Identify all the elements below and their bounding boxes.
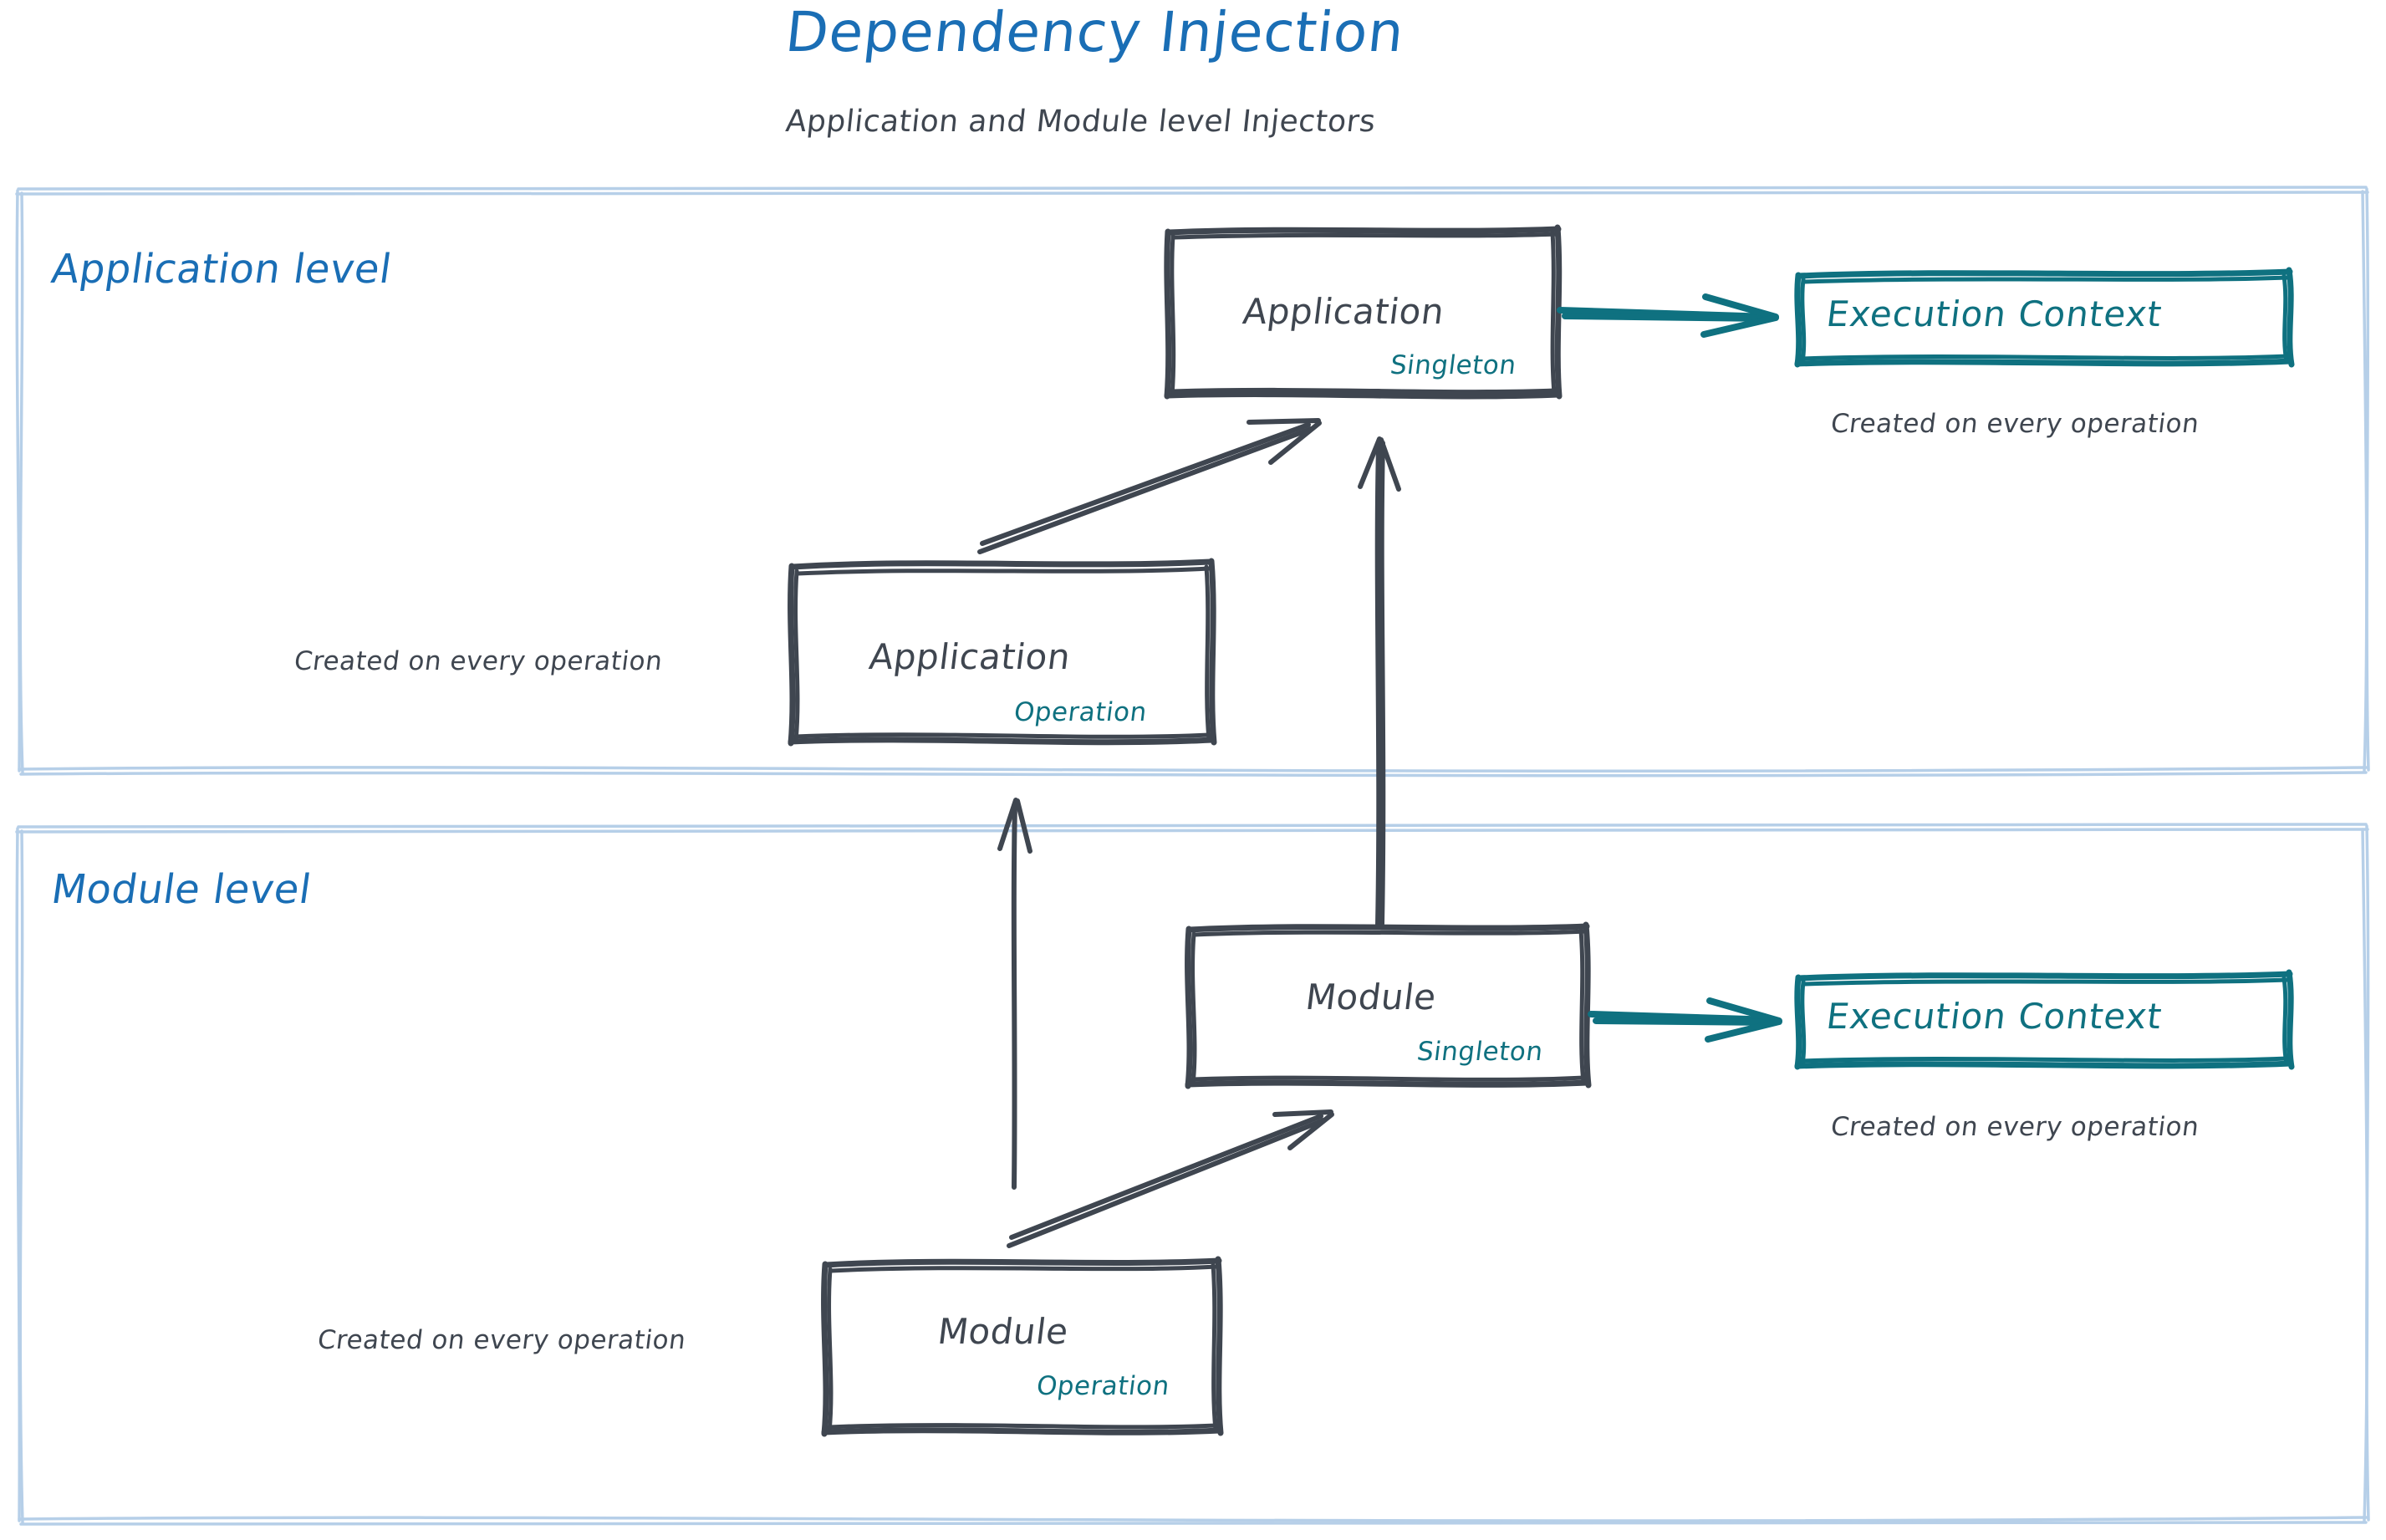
node-application-singleton-scope: Singleton xyxy=(1388,350,1518,380)
node-execution-context-module-title: Execution Context xyxy=(1824,996,2165,1037)
caption-execution-context-app: Created on every operation xyxy=(1828,409,2201,439)
module-level-panel-outline xyxy=(15,823,2370,1527)
node-module-operation-title: Module xyxy=(936,1311,1071,1352)
node-application-operation-title: Application xyxy=(867,636,1073,677)
panel-label-application-level: Application level xyxy=(48,246,395,293)
edge-module-operation-to-app-level xyxy=(997,798,1032,1190)
node-module-operation-scope: Operation xyxy=(1034,1371,1172,1401)
node-module-singleton-scope: Singleton xyxy=(1415,1037,1545,1067)
panel-label-module-level: Module level xyxy=(48,866,314,913)
edge-module-operation-to-module-singleton xyxy=(1007,1109,1334,1248)
edge-app-singleton-to-exec-context xyxy=(1557,293,1779,338)
page-subtitle: Application and Module level Injectors xyxy=(783,105,1378,139)
caption-application-operation: Created on every operation xyxy=(292,646,665,676)
edge-module-singleton-to-app-singleton xyxy=(1358,436,1401,928)
edge-app-operation-to-app-singleton xyxy=(977,418,1322,554)
node-execution-context-app-title: Execution Context xyxy=(1824,293,2165,334)
caption-execution-context-module: Created on every operation xyxy=(1828,1112,2201,1142)
node-module-singleton-title: Module xyxy=(1303,977,1439,1017)
edge-module-singleton-to-exec-context xyxy=(1588,997,1782,1043)
node-application-singleton-title: Application xyxy=(1241,291,1447,332)
page-title: Dependency Injection xyxy=(783,0,1408,64)
node-application-operation-scope: Operation xyxy=(1012,697,1150,727)
caption-module-operation: Created on every operation xyxy=(315,1325,688,1355)
